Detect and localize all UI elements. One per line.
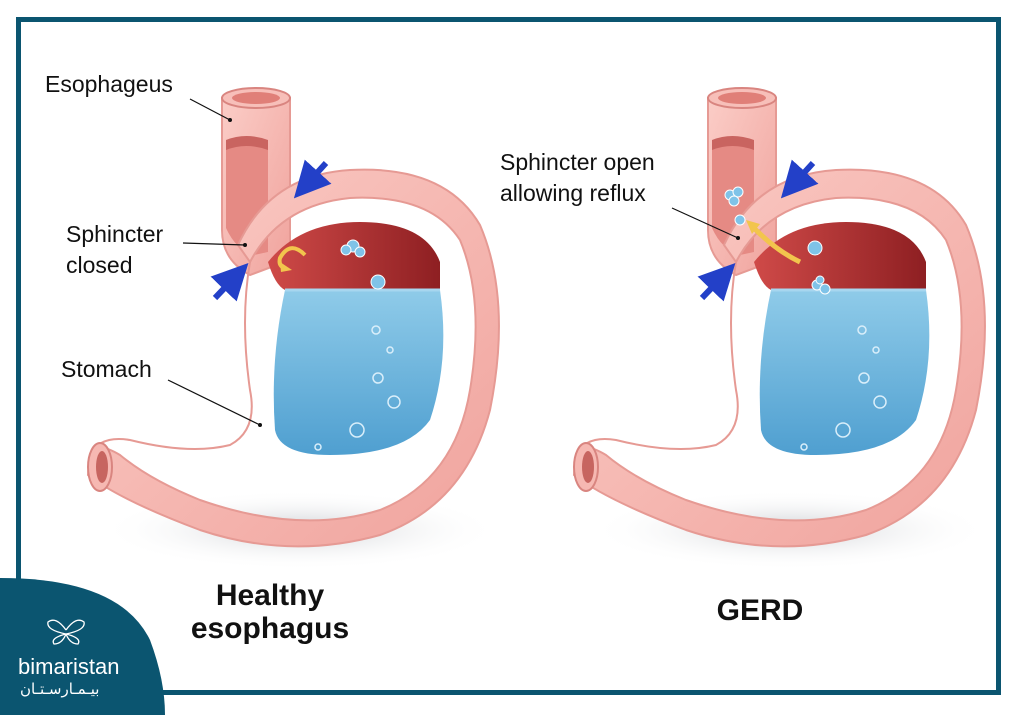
label-stomach: Stomach: [61, 356, 152, 382]
caption-gerd: GERD: [716, 594, 804, 627]
label-sphincter-open-2: allowing reflux: [500, 180, 646, 206]
brand-name: bimaristan: [18, 654, 120, 679]
caption-healthy-2: esophagus: [190, 612, 350, 645]
butterfly-icon: [47, 619, 85, 645]
brand-corner: [0, 578, 165, 715]
label-sphincter-open-1: Sphincter open: [500, 149, 655, 175]
gerd-stomach: [572, 87, 990, 570]
brand-arabic: بيـمـارسـتـان: [20, 680, 100, 698]
label-sphincter-closed-2: closed: [66, 252, 133, 278]
label-sphincter-closed-1: Sphincter: [66, 221, 164, 247]
caption-healthy-1: Healthy: [215, 579, 325, 612]
label-esophageus: Esophageus: [45, 71, 173, 97]
healthy-stomach: [86, 87, 500, 570]
